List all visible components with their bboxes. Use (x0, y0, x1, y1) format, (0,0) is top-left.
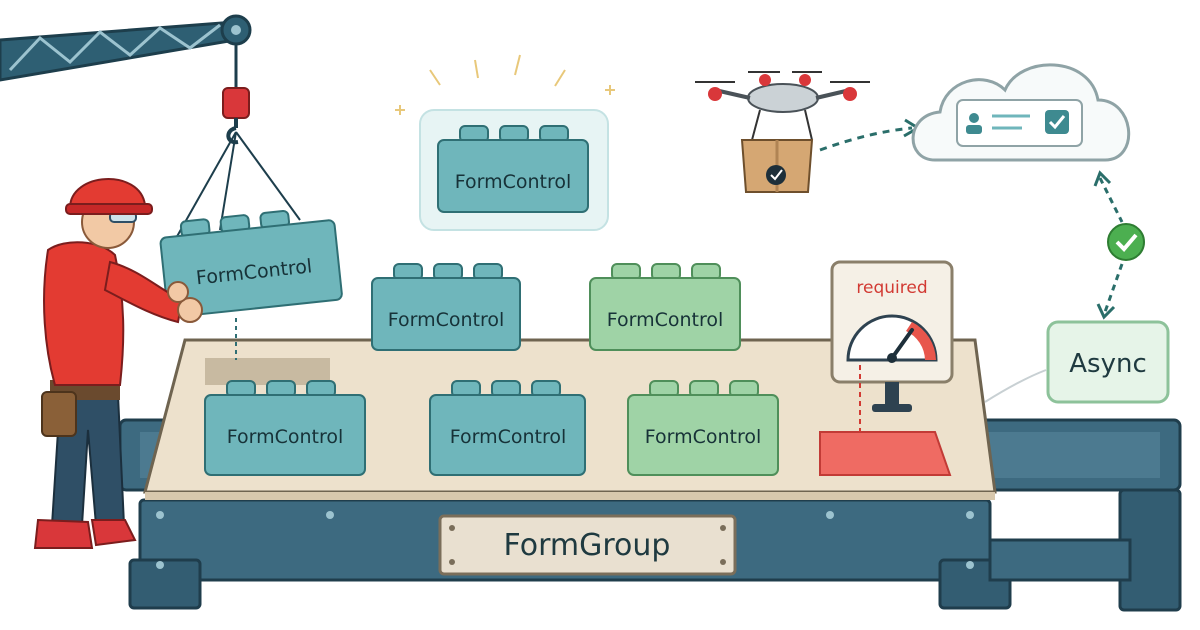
required-slot (819, 431, 952, 476)
formcontrol-block-front-right: FormControl (627, 380, 779, 476)
block-label: FormControl (645, 426, 762, 448)
drone-icon (695, 71, 870, 193)
form-group-label: FormGroup (504, 528, 671, 563)
block-label: FormControl (455, 171, 572, 193)
formcontrol-block-front-middle: FormControl (429, 380, 586, 476)
formcontrol-block-front-left: FormControl (204, 380, 366, 476)
required-label: required (856, 278, 927, 298)
gauge-icon: required (830, 260, 954, 432)
block-label: FormControl (607, 309, 724, 331)
formcontrol-block-hover: FormControl (419, 109, 609, 231)
cloud-form-icon (911, 63, 1130, 162)
block-label: FormControl (388, 309, 505, 331)
async-badge: Async (1046, 320, 1170, 404)
form-group-plate: FormGroup (438, 514, 737, 576)
async-label: Async (1069, 349, 1147, 379)
sparkle-icon (395, 54, 615, 115)
formcontrol-block-crane: FormControl (159, 209, 343, 318)
worker-figure (33, 178, 203, 549)
formcontrol-block-back-left: FormControl (371, 263, 521, 351)
checkmark-icon (1107, 223, 1145, 261)
crane-icon (0, 14, 301, 241)
formcontrol-block-back-right: FormControl (589, 263, 741, 351)
block-label: FormControl (450, 426, 567, 448)
block-label: FormControl (227, 426, 344, 448)
